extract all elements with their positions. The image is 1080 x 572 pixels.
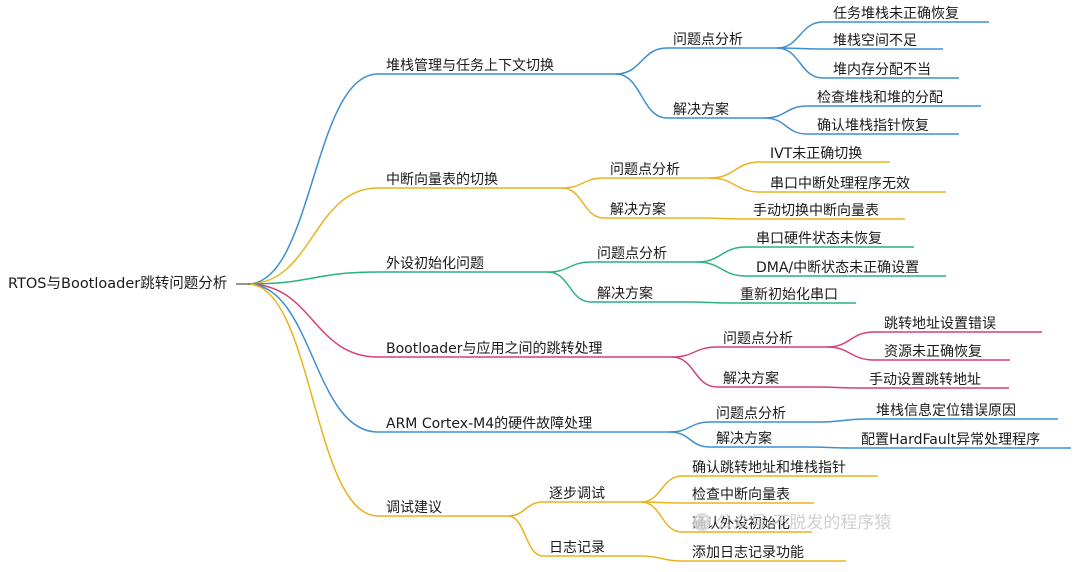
leaf-label-2-1-1: IVT未正确切换 [770,145,862,162]
leaf-label-4-2-1: 手动设置跳转地址 [869,372,981,388]
branch-edge-5 [247,283,379,433]
subbranch-label-5-2: 解决方案 [716,430,772,447]
leaf-edge-6-1-1 [640,475,683,503]
leaf-edge-4-2-1 [814,386,860,389]
branch-edge-2 [247,187,379,285]
mindmap-labels: RTOS与Bootloader跳转问题分析 堆栈管理与任务上下文切换问题点分析任… [8,5,1040,561]
leaf-edge-2-2-1 [701,217,744,220]
leaf-label-4-1-2: 资源未正确恢复 [884,343,982,360]
branch-label-2: 中断向量表的切换 [386,171,498,188]
leaf-label-3-1-1: 串口硬件状态未恢复 [756,230,882,247]
leaf-label-3-2-1: 重新初始化串口 [740,286,838,303]
subbranch-label-3-1: 问题点分析 [597,246,667,262]
leaf-edge-1-1-1 [776,21,824,49]
subbranch-edge-4-2 [671,356,718,388]
branch-label-3: 外设初始化问题 [386,255,484,272]
branch-label-4: Bootloader与应用之间的跳转处理 [386,340,603,357]
subbranch-edge-3-1 [547,261,592,273]
leaf-edge-1-2-2 [764,117,808,135]
leaf-label-2-2-1: 手动切换中断向量表 [753,202,879,219]
subbranch-edge-4-1 [671,346,718,358]
leaf-label-4-1-1: 跳转地址设置错误 [884,316,996,332]
subbranch-edge-3-2 [547,271,592,303]
leaf-edge-2-1-2 [709,177,761,193]
branch-edge-1 [247,73,379,285]
wechat-icon [693,513,711,531]
subbranch-edge-2-1 [561,177,605,189]
subbranch-edge-6-1 [507,501,544,517]
branch-edge-4 [247,283,379,358]
wechat-icon-eye-left [696,517,700,521]
leaf-label-1-1-2: 堆栈空间不足 [833,33,917,49]
leaf-label-3-1-2: DMA/中断状态未正确设置 [756,260,919,276]
branch-label-1: 堆栈管理与任务上下文切换 [386,57,554,74]
watermark: 公众号·不脱发的程序猿 [693,513,891,533]
leaf-edge-2-1-1 [709,161,761,179]
leaf-label-1-1-1: 任务堆栈未正确恢复 [833,5,959,22]
subbranch-label-6-2: 日志记录 [549,540,605,556]
subbranch-edge-6-2 [507,515,544,557]
leaf-edge-1-2-1 [764,105,808,119]
leaf-label-5-1-1: 堆栈信息定位错误原因 [876,402,1016,419]
leaf-edge-3-1-2 [696,261,747,277]
subbranch-label-1-2: 解决方案 [673,101,729,118]
subbranch-edge-2-2 [561,187,605,219]
leaf-edge-3-2-1 [688,301,731,304]
leaf-label-6-1-2: 检查中断向量表 [692,487,790,503]
leaf-label-6-1-1: 确认跳转地址和堆栈指针 [692,460,846,476]
branch-edge-6 [247,283,379,517]
subbranch-label-4-1: 问题点分析 [723,331,793,347]
leaf-edge-6-1-3 [640,501,683,533]
leaf-label-1-1-3: 堆内存分配不当 [833,62,931,78]
subbranch-label-2-1: 问题点分析 [610,162,680,178]
leaf-label-1-2-2: 确认堆栈指针恢复 [817,117,929,134]
leaf-label-1-2-1: 检查堆栈和堆的分配 [817,90,943,106]
leaf-edge-4-1-1 [826,331,875,348]
subbranch-label-3-2: 解决方案 [597,285,653,302]
branch-label-5: ARM Cortex-M4的硬件故障处理 [386,416,592,432]
branch-edge-3 [247,271,379,285]
leaf-edge-5-2-1 [807,446,852,449]
leaf-label-6-2-1: 添加日志记录功能 [692,545,804,561]
leaf-label-5-2-1: 配置HardFault异常处理程序 [861,432,1040,448]
leaf-edge-6-2-1 [640,555,683,562]
subbranch-label-5-1: 问题点分析 [716,406,786,422]
watermark-text: 公众号·不脱发的程序猿 [716,513,891,533]
subbranch-edge-5-2 [669,431,711,448]
subbranch-label-6-1: 逐步调试 [549,486,605,502]
leaf-edge-4-1-2 [826,346,875,361]
leaf-edge-1-1-3 [776,47,824,79]
wechat-icon-eye-right [703,517,707,521]
subbranch-edge-1-2 [615,73,668,119]
branch-label-6: 调试建议 [386,500,442,516]
subbranch-edge-1-1 [615,47,668,75]
root-node-label: RTOS与Bootloader跳转问题分析 [8,275,227,292]
leaf-label-6-1-3: 确认外设初始化 [692,515,790,532]
subbranch-edge-5-1 [669,421,711,433]
subbranch-label-1-1: 问题点分析 [673,32,743,48]
mindmap-edges [236,21,1071,562]
leaf-edge-5-1-1 [819,418,867,423]
subbranch-label-4-2: 解决方案 [723,370,779,387]
leaf-edge-3-1-1 [696,246,747,263]
leaf-label-2-1-2: 串口中断处理程序无效 [770,176,910,192]
subbranch-label-2-2: 解决方案 [610,201,666,218]
